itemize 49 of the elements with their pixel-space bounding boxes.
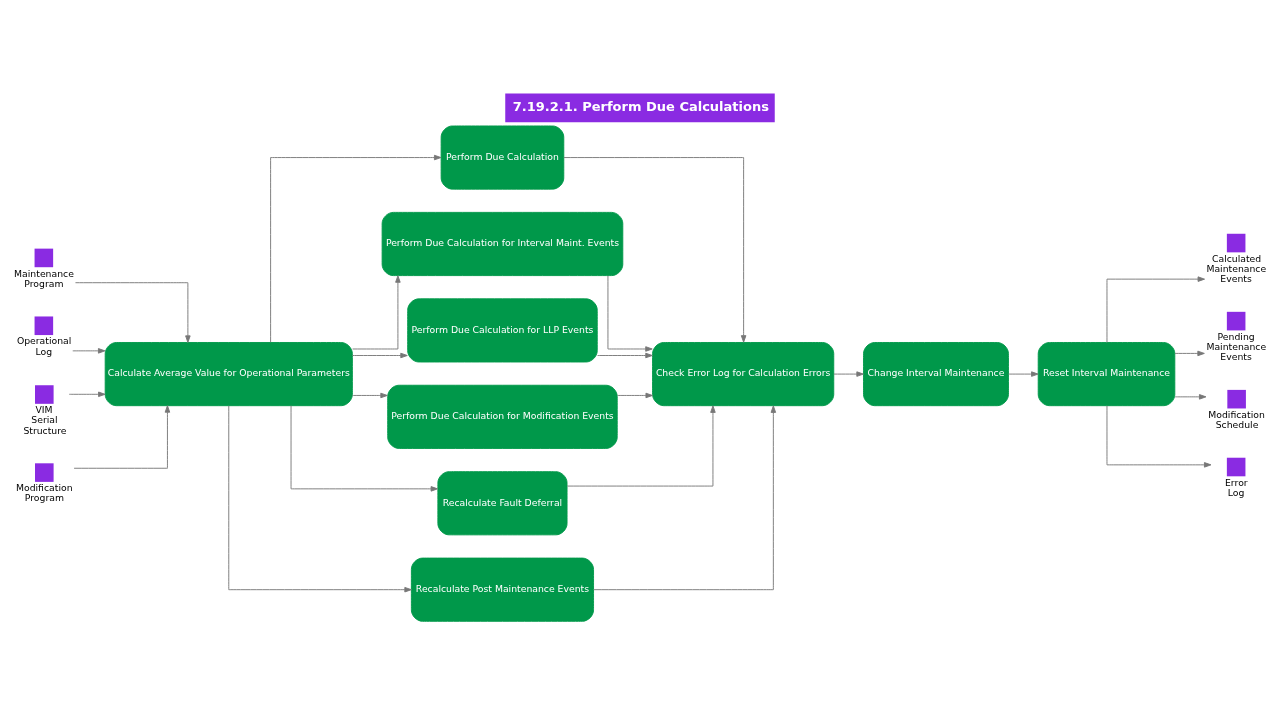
node-box — [34, 315, 54, 335]
arrow — [593, 404, 777, 590]
node-box: Perform Due Calculation for LLP Events — [407, 297, 598, 362]
node-box — [35, 384, 54, 404]
arrow — [68, 391, 106, 397]
node-box: Reset Interval Maintenance — [1037, 341, 1176, 406]
arrow — [352, 274, 401, 349]
node-box — [35, 462, 54, 482]
arrow — [563, 156, 747, 343]
arrow — [617, 392, 653, 398]
arrow — [597, 352, 653, 358]
node-box: Perform Due Calculation — [440, 125, 565, 190]
arrow — [607, 274, 653, 352]
arrow — [351, 392, 388, 398]
arrow — [73, 404, 171, 469]
diagram-title: 7.19.2.1. Perform Due Calculations — [512, 98, 769, 114]
node-box: Calculate Average Value for Operational Parameters — [104, 341, 353, 406]
node-box — [1227, 389, 1246, 408]
arrow — [566, 404, 716, 487]
arrow — [1106, 404, 1212, 468]
node-box: Recalculate Post Maintenance Events — [410, 557, 594, 622]
node-label: Modification Program — [15, 481, 73, 503]
arrow — [228, 404, 412, 592]
arrow — [1008, 370, 1039, 377]
arrow — [270, 154, 442, 343]
node-label: Calculated Maintenance Events — [1206, 252, 1267, 284]
node-label: Error Log — [1225, 476, 1248, 498]
node-label: Modification Schedule — [1208, 408, 1265, 430]
node-label: Operational Log — [16, 334, 72, 357]
arrow — [1174, 393, 1207, 400]
arrow — [290, 404, 439, 492]
node-box: Perform Due Calculation for Modification Events — [387, 384, 618, 449]
node-box — [34, 248, 54, 267]
node-box — [1226, 233, 1246, 252]
node-label: Maintenance Program — [14, 267, 74, 289]
arrow — [75, 281, 191, 343]
arrow — [1174, 350, 1205, 356]
node-label: VIM Serial Structure — [23, 403, 67, 436]
node-box: Check Error Log for Calculation Errors — [652, 341, 835, 406]
arrow — [351, 352, 408, 358]
node-label: Pending Maintenance Events — [1206, 330, 1267, 362]
node-box: Change Interval Maintenance — [863, 341, 1009, 406]
node-box — [1226, 457, 1246, 476]
arrow — [833, 370, 864, 377]
arrow — [72, 347, 106, 354]
node-box: Perform Due Calculation for Interval Maint. Events — [381, 211, 624, 276]
node-box: Recalculate Fault Deferral — [437, 470, 568, 535]
arrow — [1106, 275, 1206, 343]
node-box — [1226, 311, 1246, 330]
